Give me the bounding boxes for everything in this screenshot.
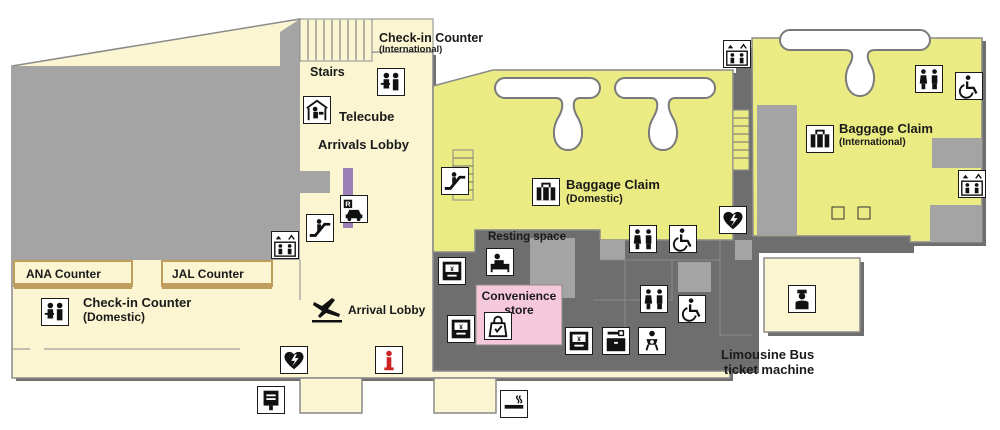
escalator-icon <box>441 167 469 195</box>
wheelchair-icon <box>669 225 697 253</box>
arrivals-lobby-label: Arrivals Lobby <box>318 137 410 152</box>
baggage-icon <box>532 178 560 206</box>
wheelchair-icon <box>955 72 983 100</box>
svg-text:¥: ¥ <box>450 266 454 273</box>
baby-care-icon <box>638 327 666 355</box>
coin-locker-icon <box>602 327 630 355</box>
baggage-icon <box>806 125 834 153</box>
wall-block-left <box>12 66 300 260</box>
atm-icon: ¥ <box>438 257 466 285</box>
resting-icon <box>486 248 514 276</box>
information-icon <box>375 346 403 374</box>
jal-counter-label: JAL Counter <box>172 267 244 281</box>
staff-icon <box>41 298 69 326</box>
checkin-counter-international-label: Check-in Counter (International) <box>379 31 484 56</box>
atm-icon: ¥ <box>565 327 593 355</box>
bus-driver-icon <box>788 285 816 313</box>
restroom-icon <box>640 285 668 313</box>
taxi-icon: R <box>340 195 368 223</box>
resting-space-label: Resting space <box>488 231 566 243</box>
atm-icon: ¥ <box>447 315 475 343</box>
aed-icon <box>719 206 747 234</box>
telecube-label: Telecube <box>339 109 395 124</box>
svg-text:R: R <box>345 200 351 209</box>
elevator-icon <box>271 231 299 259</box>
checkin-counter-domestic-label: Check-in Counter (Domestic) <box>83 295 192 324</box>
ana-counter-label: ANA Counter <box>26 267 101 281</box>
smoking-icon <box>500 390 528 418</box>
escalator-icon <box>306 214 334 242</box>
shopping-icon <box>484 312 512 340</box>
stairs-label: Stairs <box>310 65 345 79</box>
wheelchair-icon <box>678 295 706 323</box>
baggage-carousels-domestic <box>494 77 716 152</box>
mailbox-icon <box>257 386 285 414</box>
baggage-carousel-international <box>779 29 931 98</box>
arrival-plane-icon <box>310 294 344 324</box>
svg-text:¥: ¥ <box>459 324 463 331</box>
baggage-claim-domestic-label: Baggage Claim (Domestic) <box>566 177 660 205</box>
restroom-icon <box>629 225 657 253</box>
arrival-lobby-label: Arrival Lobby <box>348 303 426 317</box>
aed-icon <box>280 346 308 374</box>
elevator-icon <box>958 170 986 198</box>
telephone-booth-icon <box>303 96 331 124</box>
limousine-bus-ticket-label: Limousine Bus ticket machine <box>721 347 815 377</box>
restroom-icon <box>915 65 943 93</box>
svg-text:¥: ¥ <box>577 336 581 343</box>
staff-icon <box>377 68 405 96</box>
elevator-icon <box>723 40 751 68</box>
baggage-claim-international-label: Baggage Claim (International) <box>839 121 933 148</box>
